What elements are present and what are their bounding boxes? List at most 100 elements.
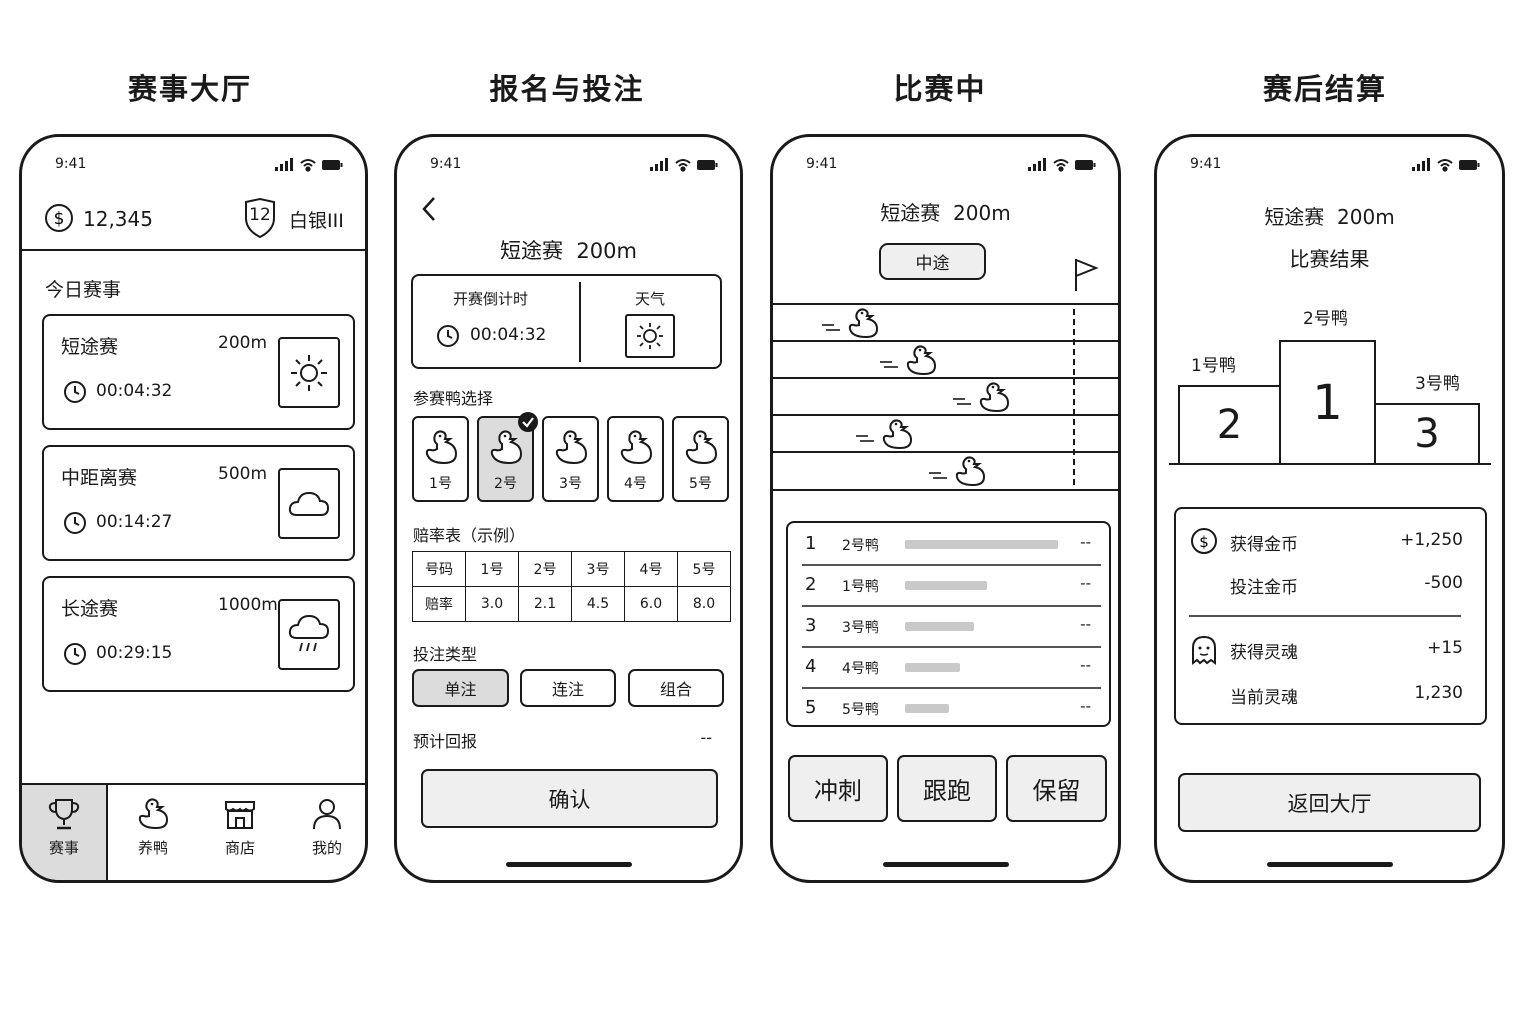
race-distance: 500m (218, 464, 268, 484)
screen-title-register: 报名与投注 (489, 72, 645, 106)
race-distance: 200m (218, 333, 268, 353)
race-name: 短途赛 (61, 336, 119, 358)
signal-icon (275, 158, 293, 171)
rank-level: 12 (249, 205, 271, 225)
race-phase-badge: 中途 (879, 243, 986, 280)
tabbar-divider (22, 783, 365, 785)
podium-third: 3 (1374, 403, 1480, 465)
rain-cloud-icon (288, 614, 330, 651)
status-icons (1412, 158, 1480, 172)
duck-option-3[interactable]: 3号 (542, 416, 599, 502)
back-to-lobby-button[interactable]: 返回大厅 (1178, 773, 1481, 832)
race-distance: 1000m (218, 595, 278, 615)
tab-label: 我的 (311, 839, 342, 857)
tab-label: 商店 (224, 839, 255, 857)
bet-type-chain[interactable]: 连注 (520, 669, 616, 707)
tab-races[interactable]: 赛事 (22, 785, 108, 880)
podium-second: 2 (1178, 385, 1281, 465)
race-distance: 200m (953, 201, 1011, 225)
race-card-long[interactable]: 长途赛 1000m 00:29:15 (42, 576, 355, 692)
svg-text:$: $ (54, 209, 65, 229)
duck-option-5[interactable]: 5号 (672, 416, 729, 502)
standing-rank: 3 (805, 615, 817, 636)
race-distance: 200m (576, 239, 637, 263)
tab-duck[interactable]: 养鸭 (110, 785, 196, 880)
clock-icon (64, 512, 86, 534)
sprint-button[interactable]: 冲刺 (788, 755, 888, 822)
home-indicator (882, 862, 1009, 867)
reserve-button[interactable]: 保留 (1006, 755, 1107, 822)
odds-value-row: 赔率 3.0 2.1 4.5 6.0 8.0 (412, 586, 731, 622)
bet-type-combo[interactable]: 组合 (628, 669, 724, 707)
race-track (773, 303, 1118, 492)
podium-base (1169, 463, 1491, 465)
status-bar: 9:41 (1157, 154, 1502, 176)
standing-name: 5号鸭 (842, 702, 879, 718)
duck-option-4[interactable]: 4号 (607, 416, 664, 502)
battery-icon (1075, 160, 1096, 170)
tab-profile[interactable]: 我的 (284, 785, 365, 880)
podium-name-first: 2号鸭 (1303, 309, 1348, 329)
race-card-short[interactable]: 短途赛 200m 00:04:32 (42, 314, 355, 430)
standing-name: 1号鸭 (842, 579, 879, 595)
bet-type-single[interactable]: 单注 (412, 669, 509, 707)
duck-option-1[interactable]: 1号 (412, 416, 469, 502)
odds-cell: 2.1 (518, 586, 572, 622)
info-divider (579, 282, 581, 362)
chevron-left-icon[interactable] (419, 195, 439, 223)
odds-cell: 6.0 (624, 586, 678, 622)
phone-result: 9:41 短途赛 200m 比赛结果 2号鸭 1号鸭 3号鸭 2 1 3 $ 获… (1154, 134, 1505, 883)
tab-label: 养鸭 (137, 839, 168, 857)
odds-cell: 赔率 (412, 586, 466, 622)
duck-icon (685, 430, 718, 465)
battery-icon (697, 160, 718, 170)
duck-icon (425, 430, 458, 465)
standing-rank: 2 (805, 574, 817, 595)
weather-box (278, 468, 340, 539)
standing-name: 3号鸭 (842, 620, 879, 636)
track-top (773, 303, 1118, 305)
status-time: 9:41 (1190, 156, 1222, 172)
standing-gap: -- (1080, 697, 1091, 715)
standing-divider (802, 564, 1101, 566)
home-indicator (505, 862, 632, 867)
screen-title-lobby: 赛事大厅 (127, 72, 252, 106)
trophy-icon (48, 799, 80, 830)
standing-divider (802, 687, 1101, 689)
duck-icon (620, 430, 653, 465)
tab-shop[interactable]: 商店 (197, 785, 283, 880)
shop-icon (225, 801, 255, 829)
racing-duck-lane-1 (822, 306, 882, 344)
duck-icon (138, 798, 169, 830)
return-label: 预计回报 (413, 732, 478, 751)
weather-box (278, 337, 340, 408)
result-subtitle: 比赛结果 (1289, 247, 1370, 271)
race-distance: 200m (1337, 205, 1395, 229)
follow-button[interactable]: 跟跑 (897, 755, 997, 822)
wifi-icon (675, 159, 691, 172)
lane-line (773, 451, 1118, 453)
race-countdown: 00:14:27 (96, 512, 173, 532)
race-card-middle[interactable]: 中距离赛 500m 00:14:27 (42, 445, 355, 561)
header-divider (22, 249, 365, 251)
status-time: 9:41 (55, 156, 87, 172)
standing-name: 4号鸭 (842, 661, 879, 677)
rank-name: 白银III (289, 210, 344, 232)
clock-icon (64, 643, 86, 665)
duck-icon (822, 308, 879, 339)
lane-line (773, 377, 1118, 379)
current-souls-label: 当前灵魂 (1230, 688, 1298, 708)
odds-table: 号码 1号 2号 3号 4号 5号 赔率 3.0 2.1 4.5 6.0 8.0 (412, 551, 731, 622)
track-bottom (773, 489, 1118, 491)
odds-title: 赔率表（示例） (413, 526, 526, 545)
confirm-button[interactable]: 确认 (421, 769, 718, 828)
phone-lobby: 9:41 $ 12,345 12 白银III 今日赛事 短途赛 200m 00:… (19, 134, 368, 883)
weather-box (625, 314, 675, 358)
check-badge-icon (518, 412, 538, 432)
return-value: -- (700, 728, 712, 747)
race-name: 中距离赛 (61, 467, 138, 489)
finish-line (1073, 309, 1075, 485)
